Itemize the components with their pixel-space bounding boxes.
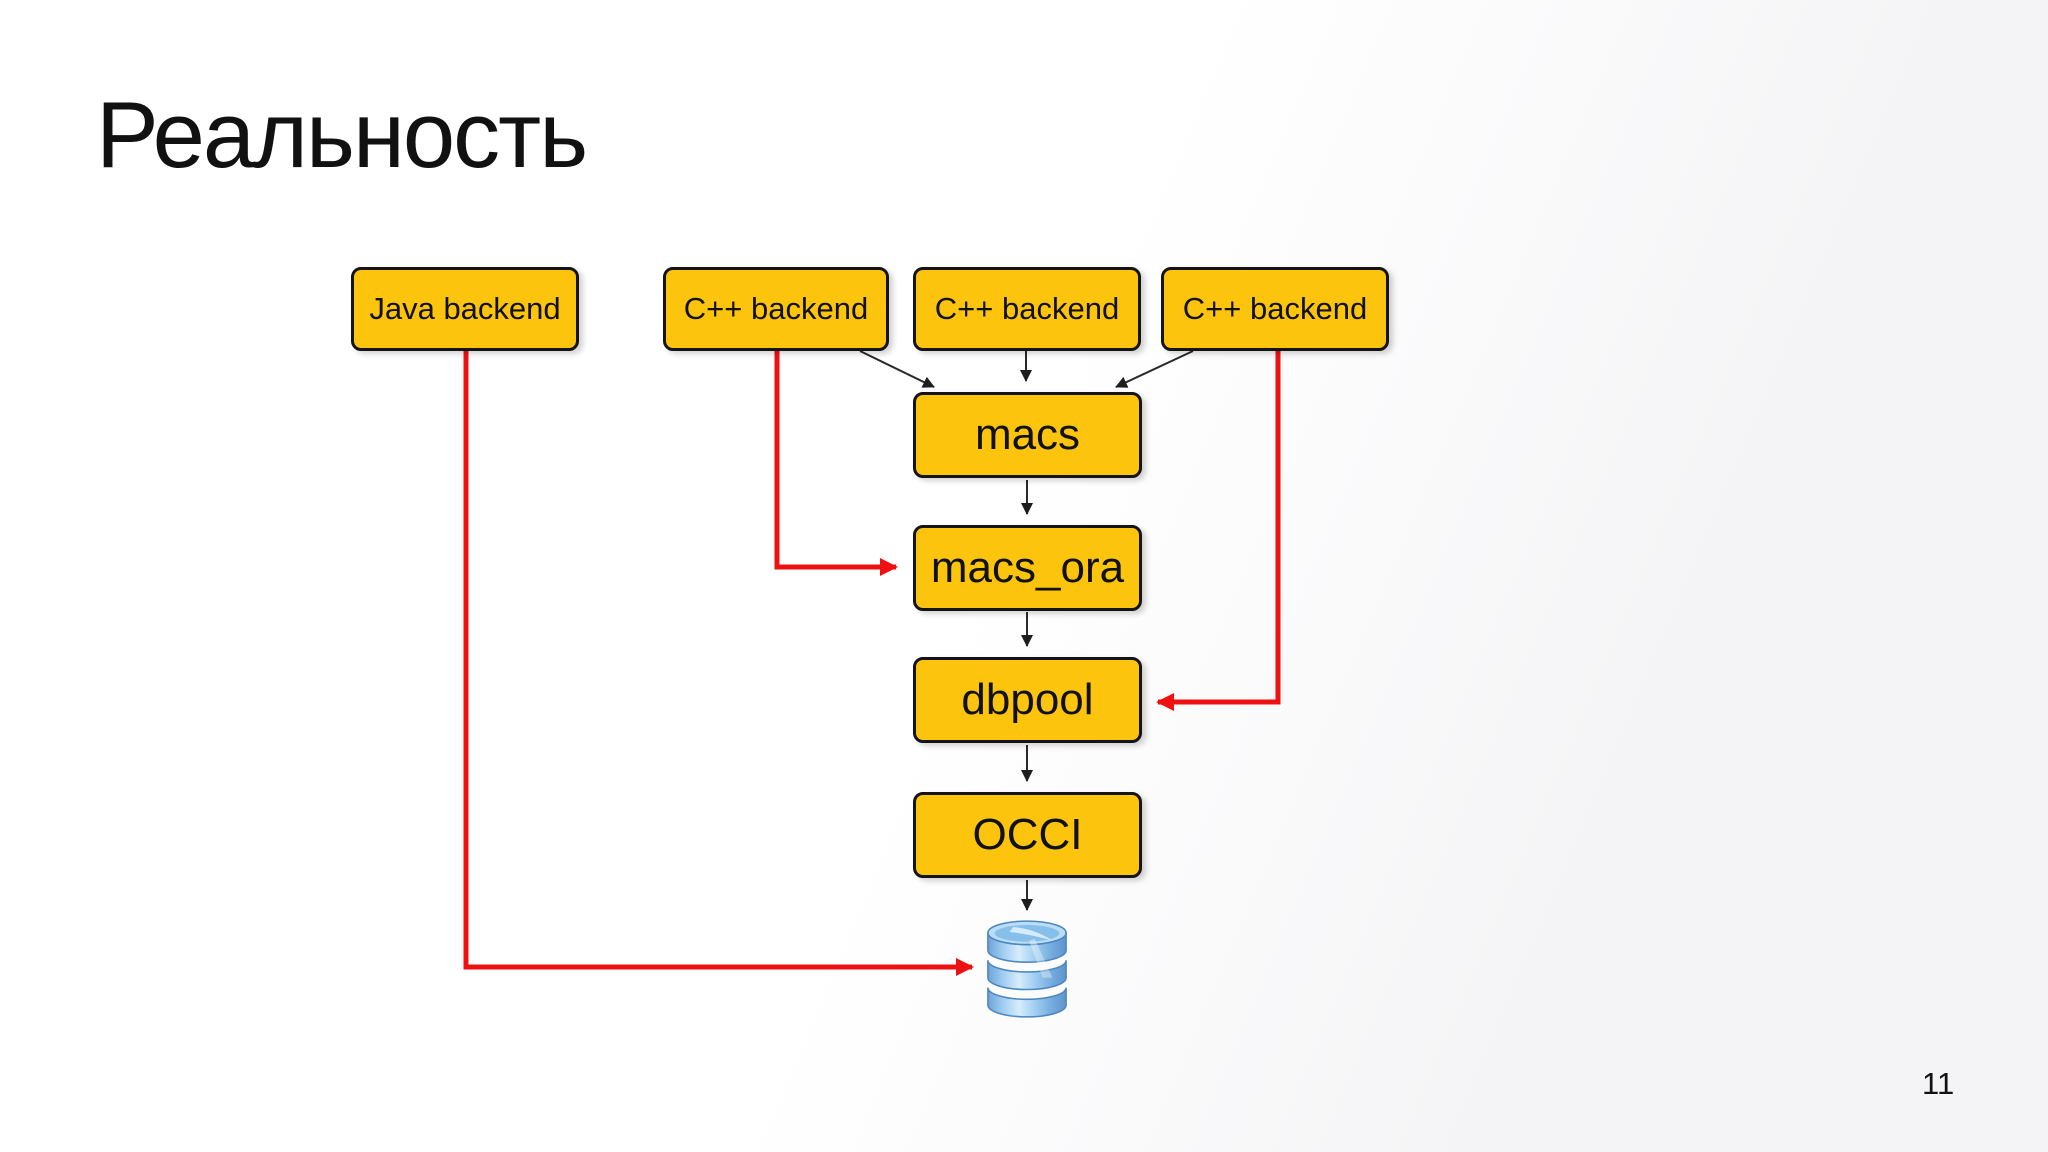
node-dbpool: dbpool <box>913 657 1142 743</box>
edge-cpp-backend-3-to-macs <box>1115 350 1194 388</box>
node-java-backend: Java backend <box>351 267 579 351</box>
node-cpp-backend-2-label: C++ backend <box>934 291 1120 326</box>
node-cpp-backend-3: C++ backend <box>1161 267 1389 351</box>
node-cpp-backend-3-label: C++ backend <box>1182 291 1368 326</box>
node-cpp-backend-1-label: C++ backend <box>683 291 869 326</box>
node-occi: OCCI <box>913 792 1142 878</box>
slide-title: Реальность <box>96 82 588 187</box>
node-dbpool-label: dbpool <box>961 675 1094 724</box>
red-edge-cpp-backend-3-to-dbpool <box>1156 348 1281 711</box>
node-cpp-backend-2: C++ backend <box>913 267 1141 351</box>
database-cylinder-icon <box>987 920 1067 1018</box>
node-occi-label: OCCI <box>972 810 1083 859</box>
node-java-backend-label: Java backend <box>369 291 561 326</box>
edge-cpp-backend-1-to-macs <box>859 350 935 388</box>
node-cpp-backend-1: C++ backend <box>663 267 889 351</box>
red-edge-cpp-backend-1-to-macs-ora <box>774 348 898 576</box>
page-number: 11 <box>1922 1066 1955 1101</box>
node-macs-label: macs <box>974 410 1081 459</box>
red-edge-java-backend-to-database <box>463 348 974 976</box>
node-macs-ora: macs_ora <box>913 525 1142 611</box>
node-macs: macs <box>913 392 1142 478</box>
node-macs-ora-label: macs_ora <box>930 543 1125 592</box>
